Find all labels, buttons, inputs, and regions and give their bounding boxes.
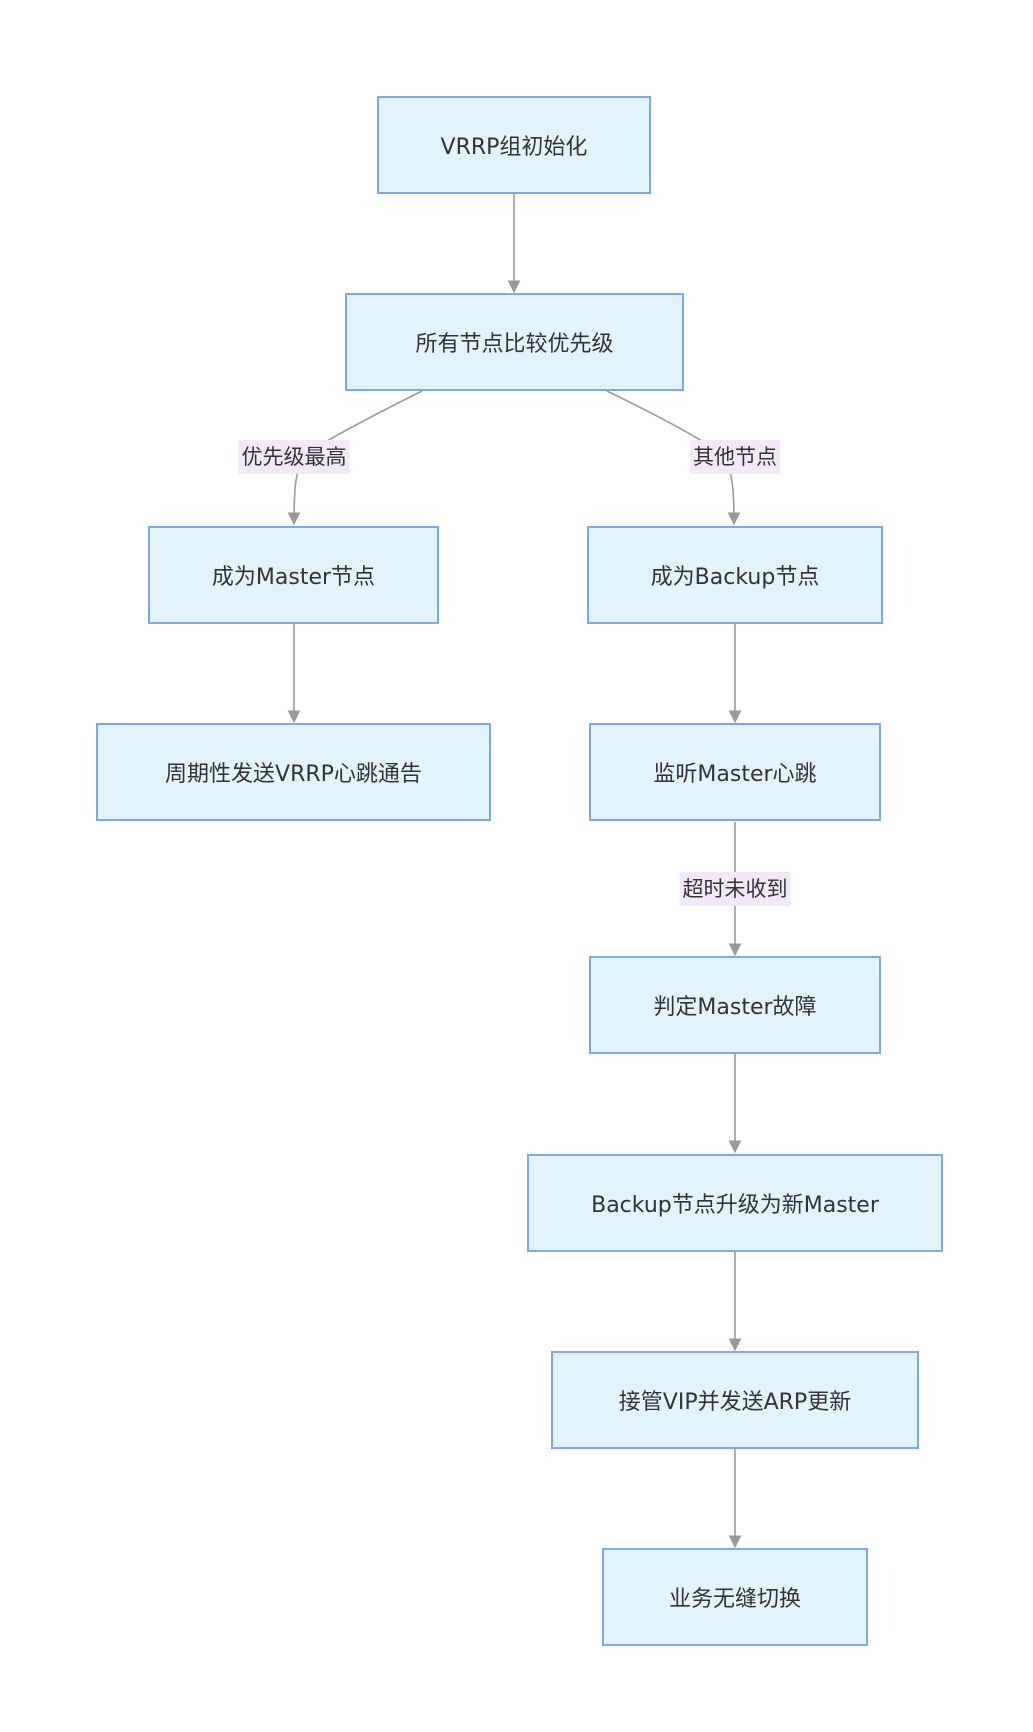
edge-label-timeout: 超时未收到 [679, 872, 791, 906]
node-backup-upgrade: Backup节点升级为新Master [527, 1154, 943, 1252]
node-send-heartbeat: 周期性发送VRRP心跳通告 [96, 723, 491, 821]
node-takeover-vip: 接管VIP并发送ARP更新 [551, 1351, 919, 1449]
edge-label-other-nodes: 其他节点 [690, 440, 780, 474]
node-master-fault: 判定Master故障 [589, 956, 881, 1054]
node-become-master: 成为Master节点 [148, 526, 439, 624]
node-vrrp-init: VRRP组初始化 [377, 96, 651, 194]
node-seamless-switch: 业务无缝切换 [602, 1548, 868, 1646]
node-listen-heartbeat: 监听Master心跳 [589, 723, 881, 821]
edge-label-highest-priority: 优先级最高 [238, 440, 350, 474]
node-become-backup: 成为Backup节点 [587, 526, 883, 624]
node-compare-priority: 所有节点比较优先级 [345, 293, 684, 391]
